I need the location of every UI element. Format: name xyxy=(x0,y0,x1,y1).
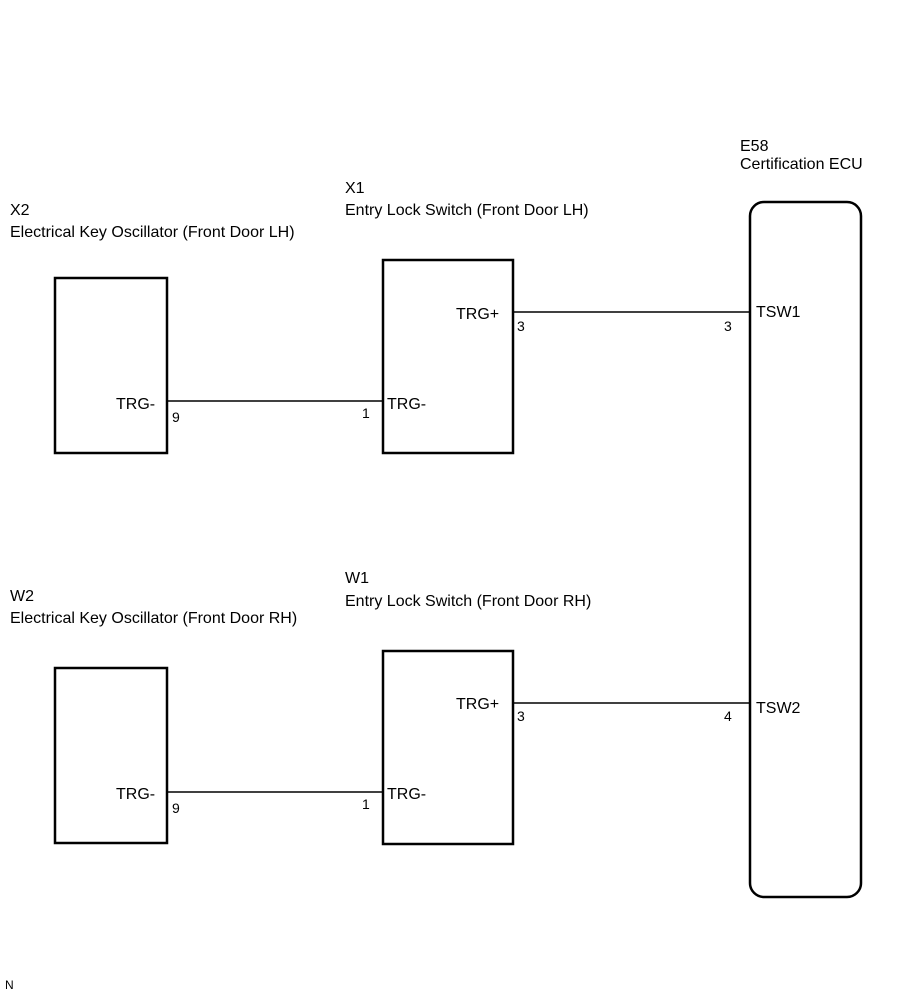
component-x2-box xyxy=(53,276,169,455)
component-x1-trg-minus-pin: 1 xyxy=(362,405,370,421)
component-x1-name: Entry Lock Switch (Front Door LH) xyxy=(345,202,589,219)
component-x2-code: X2 xyxy=(10,202,30,219)
component-x1-trg-minus-label: TRG- xyxy=(387,396,426,413)
component-w2-code: W2 xyxy=(10,588,34,605)
component-w1: W1 Entry Lock Switch (Front Door RH) TRG… xyxy=(345,570,591,846)
component-x2-trg-minus-pin: 9 xyxy=(172,409,180,425)
component-w2-name: Electrical Key Oscillator (Front Door RH… xyxy=(10,610,297,627)
component-w1-trg-minus-label: TRG- xyxy=(387,786,426,803)
ecu-e58-code: E58 xyxy=(740,138,769,155)
ecu-e58-tsw1-label: TSW1 xyxy=(756,304,801,321)
component-x1-trg-plus-label: TRG+ xyxy=(456,306,499,323)
component-w1-trg-plus-label: TRG+ xyxy=(456,696,499,713)
ecu-e58: E58 Certification ECU TSW1 3 TSW2 4 xyxy=(724,138,863,899)
ecu-e58-box xyxy=(748,200,863,899)
component-w1-code: W1 xyxy=(345,570,369,587)
component-w1-name: Entry Lock Switch (Front Door RH) xyxy=(345,593,591,610)
ecu-e58-tsw2-pin: 4 xyxy=(724,708,732,724)
component-x1-code: X1 xyxy=(345,180,365,197)
component-x1-trg-plus-pin: 3 xyxy=(517,318,525,334)
component-x1: X1 Entry Lock Switch (Front Door LH) TRG… xyxy=(345,180,589,455)
component-w2: W2 Electrical Key Oscillator (Front Door… xyxy=(10,588,297,845)
footer-mark: N xyxy=(5,978,14,992)
component-x2: X2 Electrical Key Oscillator (Front Door… xyxy=(10,202,295,455)
component-w1-trg-plus-pin: 3 xyxy=(517,708,525,724)
component-x2-name: Electrical Key Oscillator (Front Door LH… xyxy=(10,224,295,241)
ecu-e58-tsw1-pin: 3 xyxy=(724,318,732,334)
component-w1-box xyxy=(381,649,515,846)
component-w2-trg-minus-label: TRG- xyxy=(116,786,155,803)
component-x2-trg-minus-label: TRG- xyxy=(116,396,155,413)
ecu-e58-name: Certification ECU xyxy=(740,156,863,173)
component-x1-box xyxy=(381,258,515,455)
component-w2-box xyxy=(53,666,169,845)
component-w1-trg-minus-pin: 1 xyxy=(362,796,370,812)
ecu-e58-tsw2-label: TSW2 xyxy=(756,700,801,717)
component-w2-trg-minus-pin: 9 xyxy=(172,800,180,816)
